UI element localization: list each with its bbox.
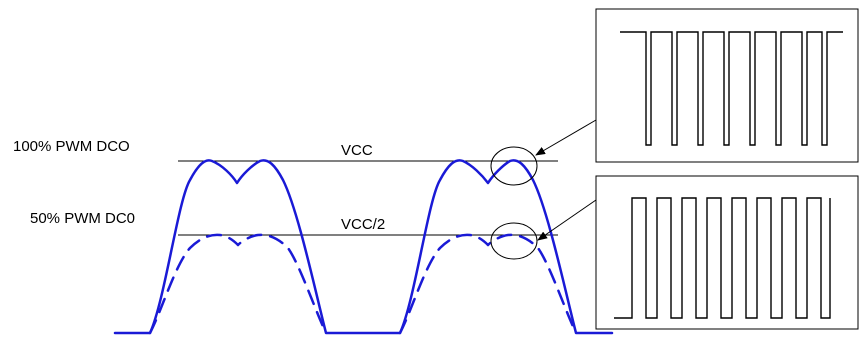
- arrow-to-vcc-peak: [535, 119, 597, 156]
- label-vcc-half: VCC/2: [341, 216, 385, 233]
- inset-box-50-pwm: [595, 175, 859, 330]
- half-duty-waveform: [148, 233, 578, 335]
- arrow-to-vcc-half-peak: [537, 199, 597, 241]
- label-vcc: VCC: [341, 142, 373, 159]
- peak-highlight-vcc: [490, 146, 538, 186]
- inset-box-100-pwm: [595, 8, 859, 163]
- label-100-pwm: 100% PWM DCO: [13, 138, 130, 155]
- full-duty-waveform: [113, 159, 614, 335]
- pwm-pulse-train-50: [614, 197, 831, 319]
- peak-highlight-vcc-half: [490, 222, 538, 260]
- pwm-pulse-train-100: [620, 31, 843, 146]
- label-50-pwm: 50% PWM DC0: [30, 210, 135, 227]
